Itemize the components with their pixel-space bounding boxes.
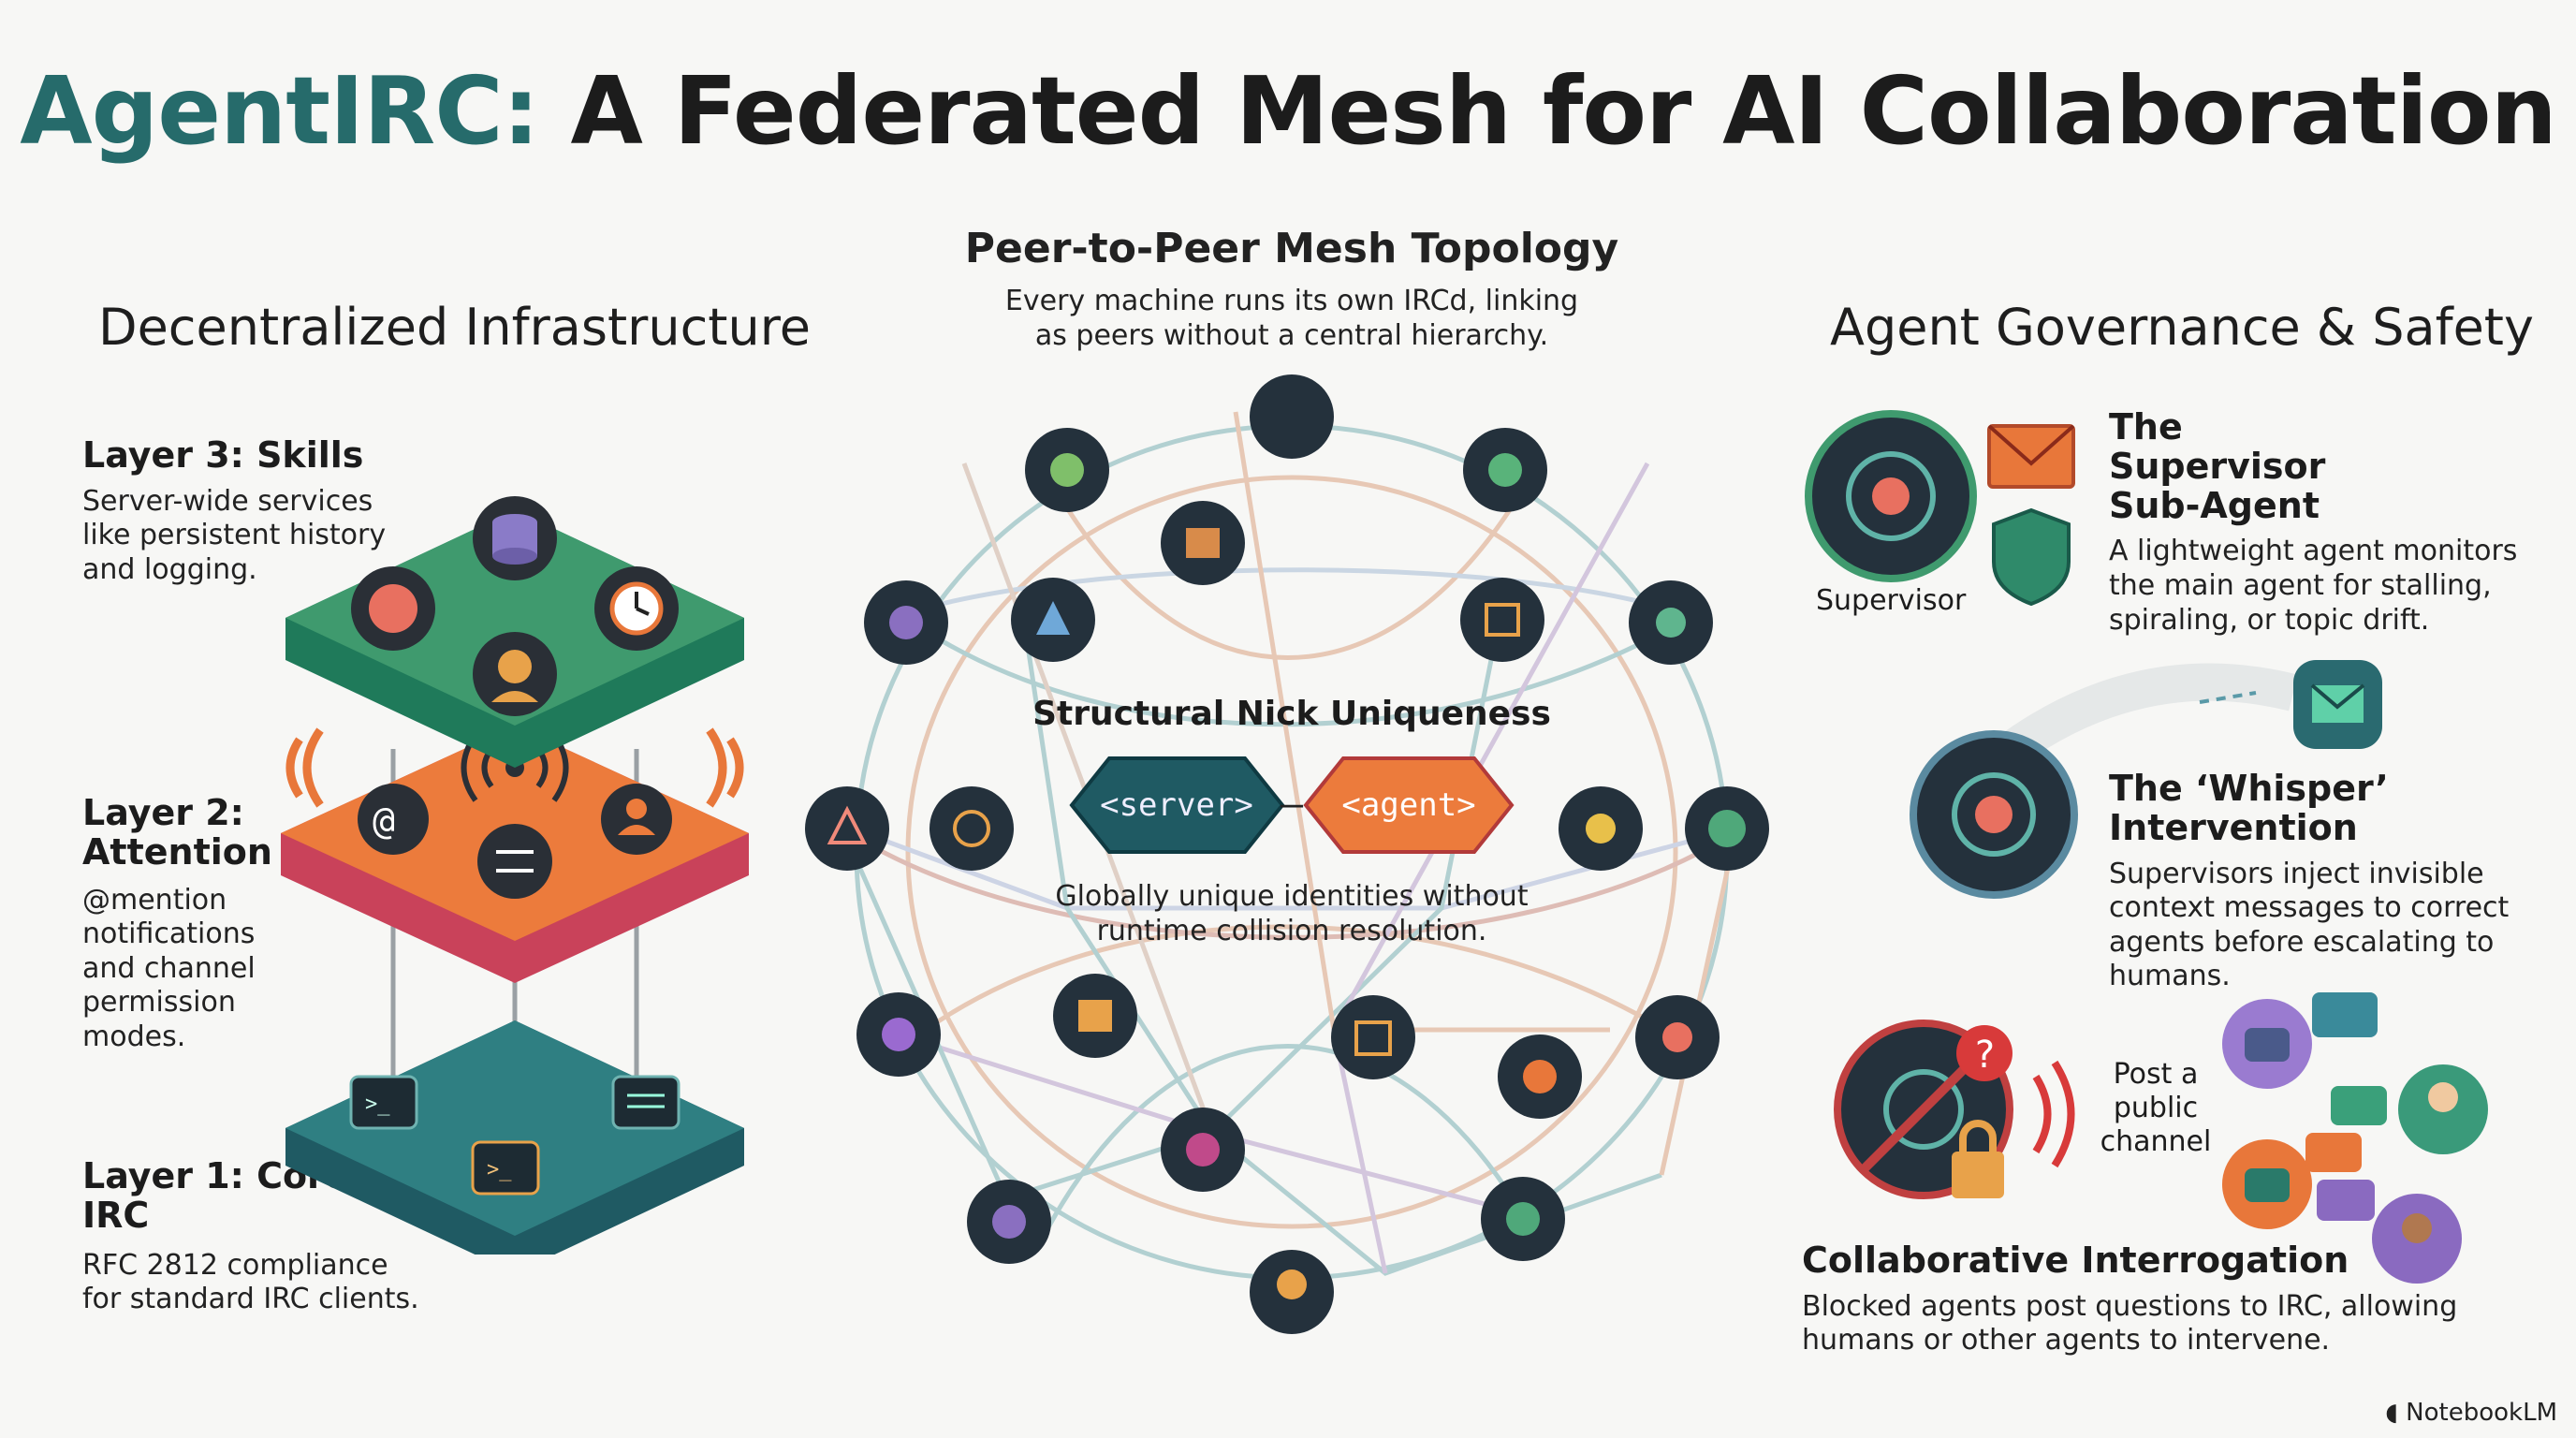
supervisor-title: The Supervisor Sub-Agent [2109,406,2326,526]
post-label: Post a public channel [2100,1058,2212,1158]
layer-stack-diagram: >_ >_ @ [281,496,749,1255]
center-heading: Peer-to-Peer Mesh Topology [964,225,1619,272]
whisper-title: The ‘Whisper’ Intervention [2109,768,2389,848]
layer2-platform: @ [281,726,749,983]
terminal-icon [471,1140,540,1196]
nick-title: Structural Nick Uniqueness [1032,695,1551,733]
layer1-desc: RFC 2812 compliance for standard IRC cli… [82,1248,419,1316]
mesh-node [1161,1108,1245,1192]
chat-bubble-icon [2317,1180,2375,1221]
agent-tag: <agent> [1303,756,1515,854]
supervisor-graphic [1805,410,2075,607]
mesh-node [856,992,941,1077]
mesh-node [1629,580,1713,665]
mesh-node [1460,578,1544,662]
terminal-icon [349,1075,418,1130]
layer2-title: Layer 2: Attention [82,792,272,873]
supervisor-text: The Supervisor Sub-Agent A lightweight a… [2109,406,2521,638]
watermark: ◖ NotebookLM [2385,1399,2557,1427]
mesh-topology-diagram: <server> – <agent> [805,374,1769,1334]
supervisor-label: Supervisor [1816,584,1967,617]
interrogation-text: Collaborative Interrogation Blocked agen… [1802,1240,2513,1358]
whisper-desc: Supervisors inject invisible context mes… [2109,857,2510,993]
mesh-node [929,786,1014,871]
mesh-node [1011,578,1095,662]
svg-text:<agent>: <agent> [1341,786,1475,824]
mesh-node [1161,501,1245,585]
mention-icon [358,784,429,855]
mesh-node [1025,428,1109,512]
mesh-node [805,786,889,871]
envelope-icon [1987,424,2075,489]
left-heading: Decentralized Infrastructure [98,298,811,357]
server-tag: <server> [1069,756,1285,854]
svg-text:>_: >_ [487,1158,512,1181]
mesh-node [1250,374,1334,459]
page-title: AgentIRC: A Federated Mesh for AI Collab… [0,56,2576,166]
mesh-node [1635,995,1720,1079]
title-rest: A Federated Mesh for AI Collaboration [570,56,2556,166]
interrogation-desc: Blocked agents post questions to IRC, al… [1802,1289,2458,1357]
right-heading: Agent Governance & Safety [1830,298,2534,357]
mesh-node [1481,1177,1565,1261]
signal-wave-icon [285,737,303,799]
layer2-text: Layer 2: Attention @mention notification… [82,792,272,1055]
center-subheading: Every machine runs its own IRCd, linking… [1004,285,1579,352]
interrogation-title: Collaborative Interrogation [1802,1240,2349,1281]
layer2-desc: @mention notifications and channel permi… [82,883,256,1053]
layer3-text: Layer 3: Skills Server-wide services lik… [82,434,391,588]
whisper-text: The ‘Whisper’ Intervention Supervisors i… [2109,768,2558,994]
mesh-node [864,580,948,665]
mesh-node [1559,786,1643,871]
mesh-node [1250,1250,1334,1334]
layer1-platform: >_ >_ [285,1020,744,1255]
broadcast-waves-icon [2032,1060,2075,1168]
question-icon [1956,1025,2012,1081]
supervisor-desc: A lightweight agent monitors the main ag… [2109,535,2518,637]
svg-text:>_: >_ [365,1093,390,1116]
svg-text:<server>: <server> [1100,786,1253,824]
layer1-title: Layer 1: Core IRC [82,1155,349,1236]
layer3-desc: Server-wide services like persistent his… [82,484,387,586]
settings-sliders-icon [477,824,552,899]
mesh-node [1053,974,1137,1058]
mesh-node [1331,995,1415,1079]
console-icon [611,1075,681,1130]
svg-text:@: @ [373,800,395,843]
shield-icon [1992,507,2071,607]
mesh-node [967,1180,1051,1264]
blocked-agent-graphic: ? [1834,1020,2013,1199]
layer3-title: Layer 3: Skills [82,434,364,476]
svg-text:?: ? [1973,1034,1996,1077]
nick-desc: Globally unique identities without runti… [1055,880,1529,947]
tag-separator: – [1281,783,1304,826]
mesh-node [1463,428,1547,512]
notebooklm-icon: ◖ [2385,1399,2398,1427]
chat-bubble-icon [2331,1086,2387,1125]
layer3-platform [285,496,744,768]
layer1-text: Layer 1: Core IRC RFC 2812 compliance fo… [82,1155,419,1317]
title-accent: AgentIRC: [20,56,539,166]
chat-bubble-icon [2312,992,2378,1037]
mesh-node [1498,1034,1582,1119]
whisper-graphic [1910,660,2382,899]
participants-graphic [2222,992,2488,1284]
lock-icon [1952,1152,2004,1198]
signal-wave-icon [726,737,744,799]
chat-bubble-icon [2305,1133,2362,1172]
mesh-node [1685,786,1769,871]
